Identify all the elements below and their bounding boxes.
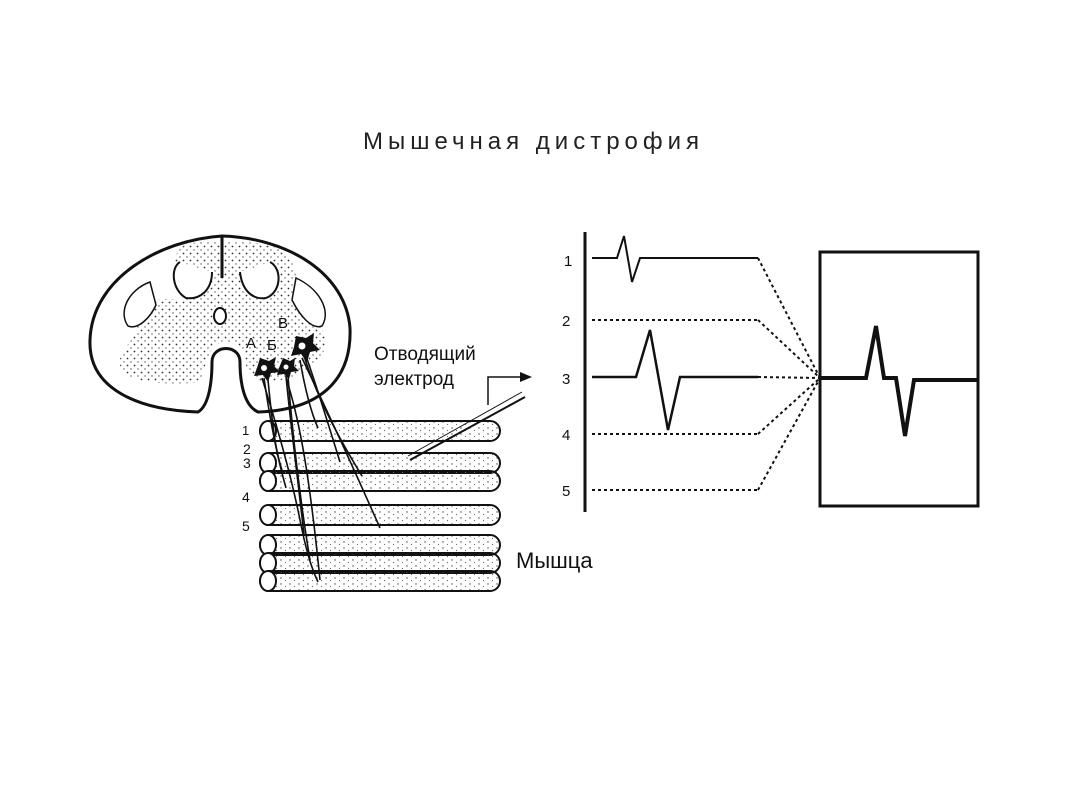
- electrode: [407, 372, 532, 461]
- trace-1: [592, 235, 758, 283]
- muscle-fiber: [259, 470, 501, 492]
- lateral-white-right: [291, 276, 327, 328]
- muscle-label: Мышца: [516, 548, 593, 573]
- electrode-label-line2: электрод: [374, 369, 454, 390]
- trace-number: 2: [562, 313, 570, 330]
- muscle-fiber: [259, 420, 501, 442]
- diagram-title: Мышечная дистрофия: [362, 128, 705, 155]
- electrode-label-line1: Отводящий: [374, 344, 476, 365]
- axons: [261, 355, 381, 583]
- trace-number: 1: [564, 253, 572, 270]
- neuron-v: [291, 333, 320, 362]
- muscle-fiber: [259, 552, 501, 574]
- neuron-b-label: Б: [267, 337, 277, 354]
- traces-panel: 1 2 3 4 5: [562, 232, 821, 512]
- convergence-lines: [757, 257, 821, 491]
- white-column-left: [172, 261, 213, 300]
- neuron-a-label: А: [246, 335, 256, 352]
- fiber-number: 1: [242, 423, 249, 438]
- fiber-number-labels: 1 2 3 4 5: [242, 423, 251, 534]
- trace-number: 5: [562, 483, 570, 500]
- trace-3: [592, 329, 758, 431]
- lateral-white-left: [123, 281, 157, 328]
- muscle-fiber: [259, 570, 501, 592]
- muscle-fibers: [259, 420, 501, 592]
- neuron-v-label: В: [278, 315, 288, 332]
- neuron-b: [277, 358, 299, 379]
- white-column-right: [239, 261, 280, 300]
- summed-trace: [820, 325, 978, 437]
- spinal-cord: [88, 234, 352, 414]
- neuron-a: [254, 357, 280, 382]
- fiber-number: 4: [242, 489, 250, 505]
- trace-number: 4: [562, 427, 570, 444]
- summed-potential-box: [818, 250, 980, 508]
- fiber-number: 2: [243, 441, 251, 457]
- motor-neurons: А Б В: [246, 315, 320, 382]
- muscle-fiber: [259, 504, 501, 526]
- fiber-number: 3: [243, 455, 251, 471]
- central-canal: [213, 307, 227, 325]
- fiber-number: 5: [242, 518, 250, 534]
- trace-number: 3: [562, 371, 570, 388]
